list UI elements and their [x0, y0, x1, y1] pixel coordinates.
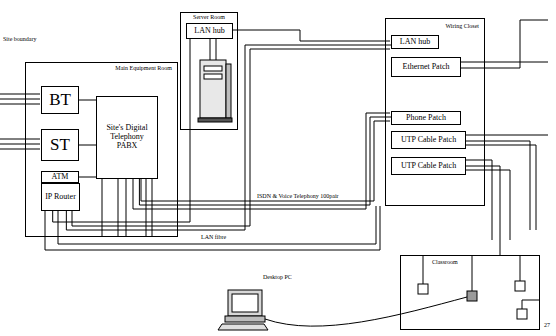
- drive-bay: [204, 66, 222, 71]
- server-room: Server RoomLAN hub: [180, 12, 238, 130]
- cable-connector: [79, 145, 96, 146]
- pc-base: [225, 316, 265, 322]
- box-label: LAN hub: [192, 27, 226, 36]
- box-label: LAN hub: [398, 38, 432, 47]
- wall-socket: [418, 284, 428, 294]
- wall-socket: [515, 281, 525, 291]
- server-base: [198, 118, 232, 122]
- wall-socket: [517, 309, 527, 319]
- pabx-line: [126, 178, 127, 237]
- cable-connector: [79, 100, 96, 101]
- incoming-cable: [0, 94, 40, 95]
- pabx-line: [118, 178, 119, 237]
- wiring-closet: Wiring ClosetLAN hubEthernet PatchPhone …: [385, 18, 485, 206]
- outgoing-cable: [465, 141, 530, 230]
- outgoing-cable: [465, 160, 492, 240]
- incoming-cable: [0, 99, 40, 100]
- boundary-label: Site boundary: [2, 36, 38, 43]
- cable-label: LAN fibre: [200, 234, 227, 241]
- lan-cable: [232, 30, 390, 41]
- server-case: [200, 60, 226, 118]
- box-label: UTP Cable Patch: [399, 162, 458, 171]
- pabx-box: Site's Digital Telephony PABX: [96, 96, 158, 179]
- cable-connector: [66, 45, 391, 230]
- isdn-cable: [141, 121, 390, 201]
- hub-box: LAN hub: [391, 35, 439, 49]
- box-label: IP Router: [43, 193, 78, 202]
- outgoing-cable: [460, 62, 548, 63]
- box-label: UTP Cable Patch: [399, 136, 458, 145]
- box-label: ATM: [50, 173, 71, 182]
- equipment-room: Main Equipment RoomBT ST Site's Digital Te…: [25, 62, 178, 237]
- box-label: Ethernet Patch: [401, 63, 452, 72]
- box-label: Phone Patch: [404, 114, 448, 123]
- box-label: Site's Digital Telephony PABX: [97, 124, 157, 150]
- hub-box: LAN hub: [186, 23, 233, 39]
- server-cable: [216, 38, 217, 60]
- drop-cable: [520, 255, 521, 281]
- room-heading: Server Room: [192, 14, 226, 21]
- incoming-cable: [0, 149, 40, 150]
- cable-connector: [466, 166, 500, 255]
- box-label: ST: [48, 136, 72, 155]
- lan-cable: [45, 206, 380, 250]
- wall-socket: [467, 291, 477, 301]
- desktop-pc: [218, 290, 467, 330]
- lan-fibre: [72, 49, 390, 226]
- box-label: BT: [47, 91, 73, 110]
- classroom: Classroom: [400, 255, 540, 330]
- drop-cable: [472, 255, 473, 291]
- patch-panel: Ethernet Patch: [391, 57, 461, 77]
- server-side: [226, 64, 231, 118]
- monitor: [228, 290, 262, 316]
- pabx-line: [146, 178, 147, 237]
- server-tower: [198, 60, 232, 122]
- server-cable: [210, 38, 211, 60]
- screen: [232, 294, 258, 312]
- patch-panel: UTP Cable Patch: [391, 157, 466, 175]
- atm-box: ATM: [41, 171, 79, 183]
- carrier-box: BT: [41, 86, 79, 114]
- incoming-cable: [0, 144, 40, 145]
- drop-cable: [522, 300, 540, 309]
- cable-label: ISDN & Voice Telephony 100pair: [256, 193, 340, 200]
- incoming-cable: [0, 139, 40, 140]
- isdn-cable: [133, 113, 390, 209]
- patch-panel: Phone Patch: [391, 111, 461, 125]
- page-number: 27: [543, 322, 551, 329]
- patch-lead: [265, 297, 467, 326]
- patch-panel: UTP Cable Patch: [391, 131, 466, 149]
- cable-bundle: [0, 20, 548, 309]
- outgoing-cable: [465, 135, 548, 136]
- incoming-cable: [0, 104, 40, 105]
- pc-label: Desktop PC: [262, 274, 293, 281]
- room-heading: Classroom: [431, 259, 459, 266]
- room-heading: Wiring Closet: [444, 23, 480, 30]
- outgoing-cable: [465, 170, 510, 240]
- pabx-line: [152, 178, 153, 237]
- drive-bay: [204, 74, 222, 79]
- drop-cable: [423, 255, 424, 284]
- lan-cable: [58, 206, 376, 244]
- carrier-box: ST: [41, 129, 79, 161]
- room-heading: Main Equipment Room: [114, 65, 173, 72]
- socket-group: [418, 281, 527, 319]
- pabx-line: [102, 178, 103, 237]
- router-box: IP Router: [41, 183, 80, 211]
- keyboard: [218, 324, 268, 330]
